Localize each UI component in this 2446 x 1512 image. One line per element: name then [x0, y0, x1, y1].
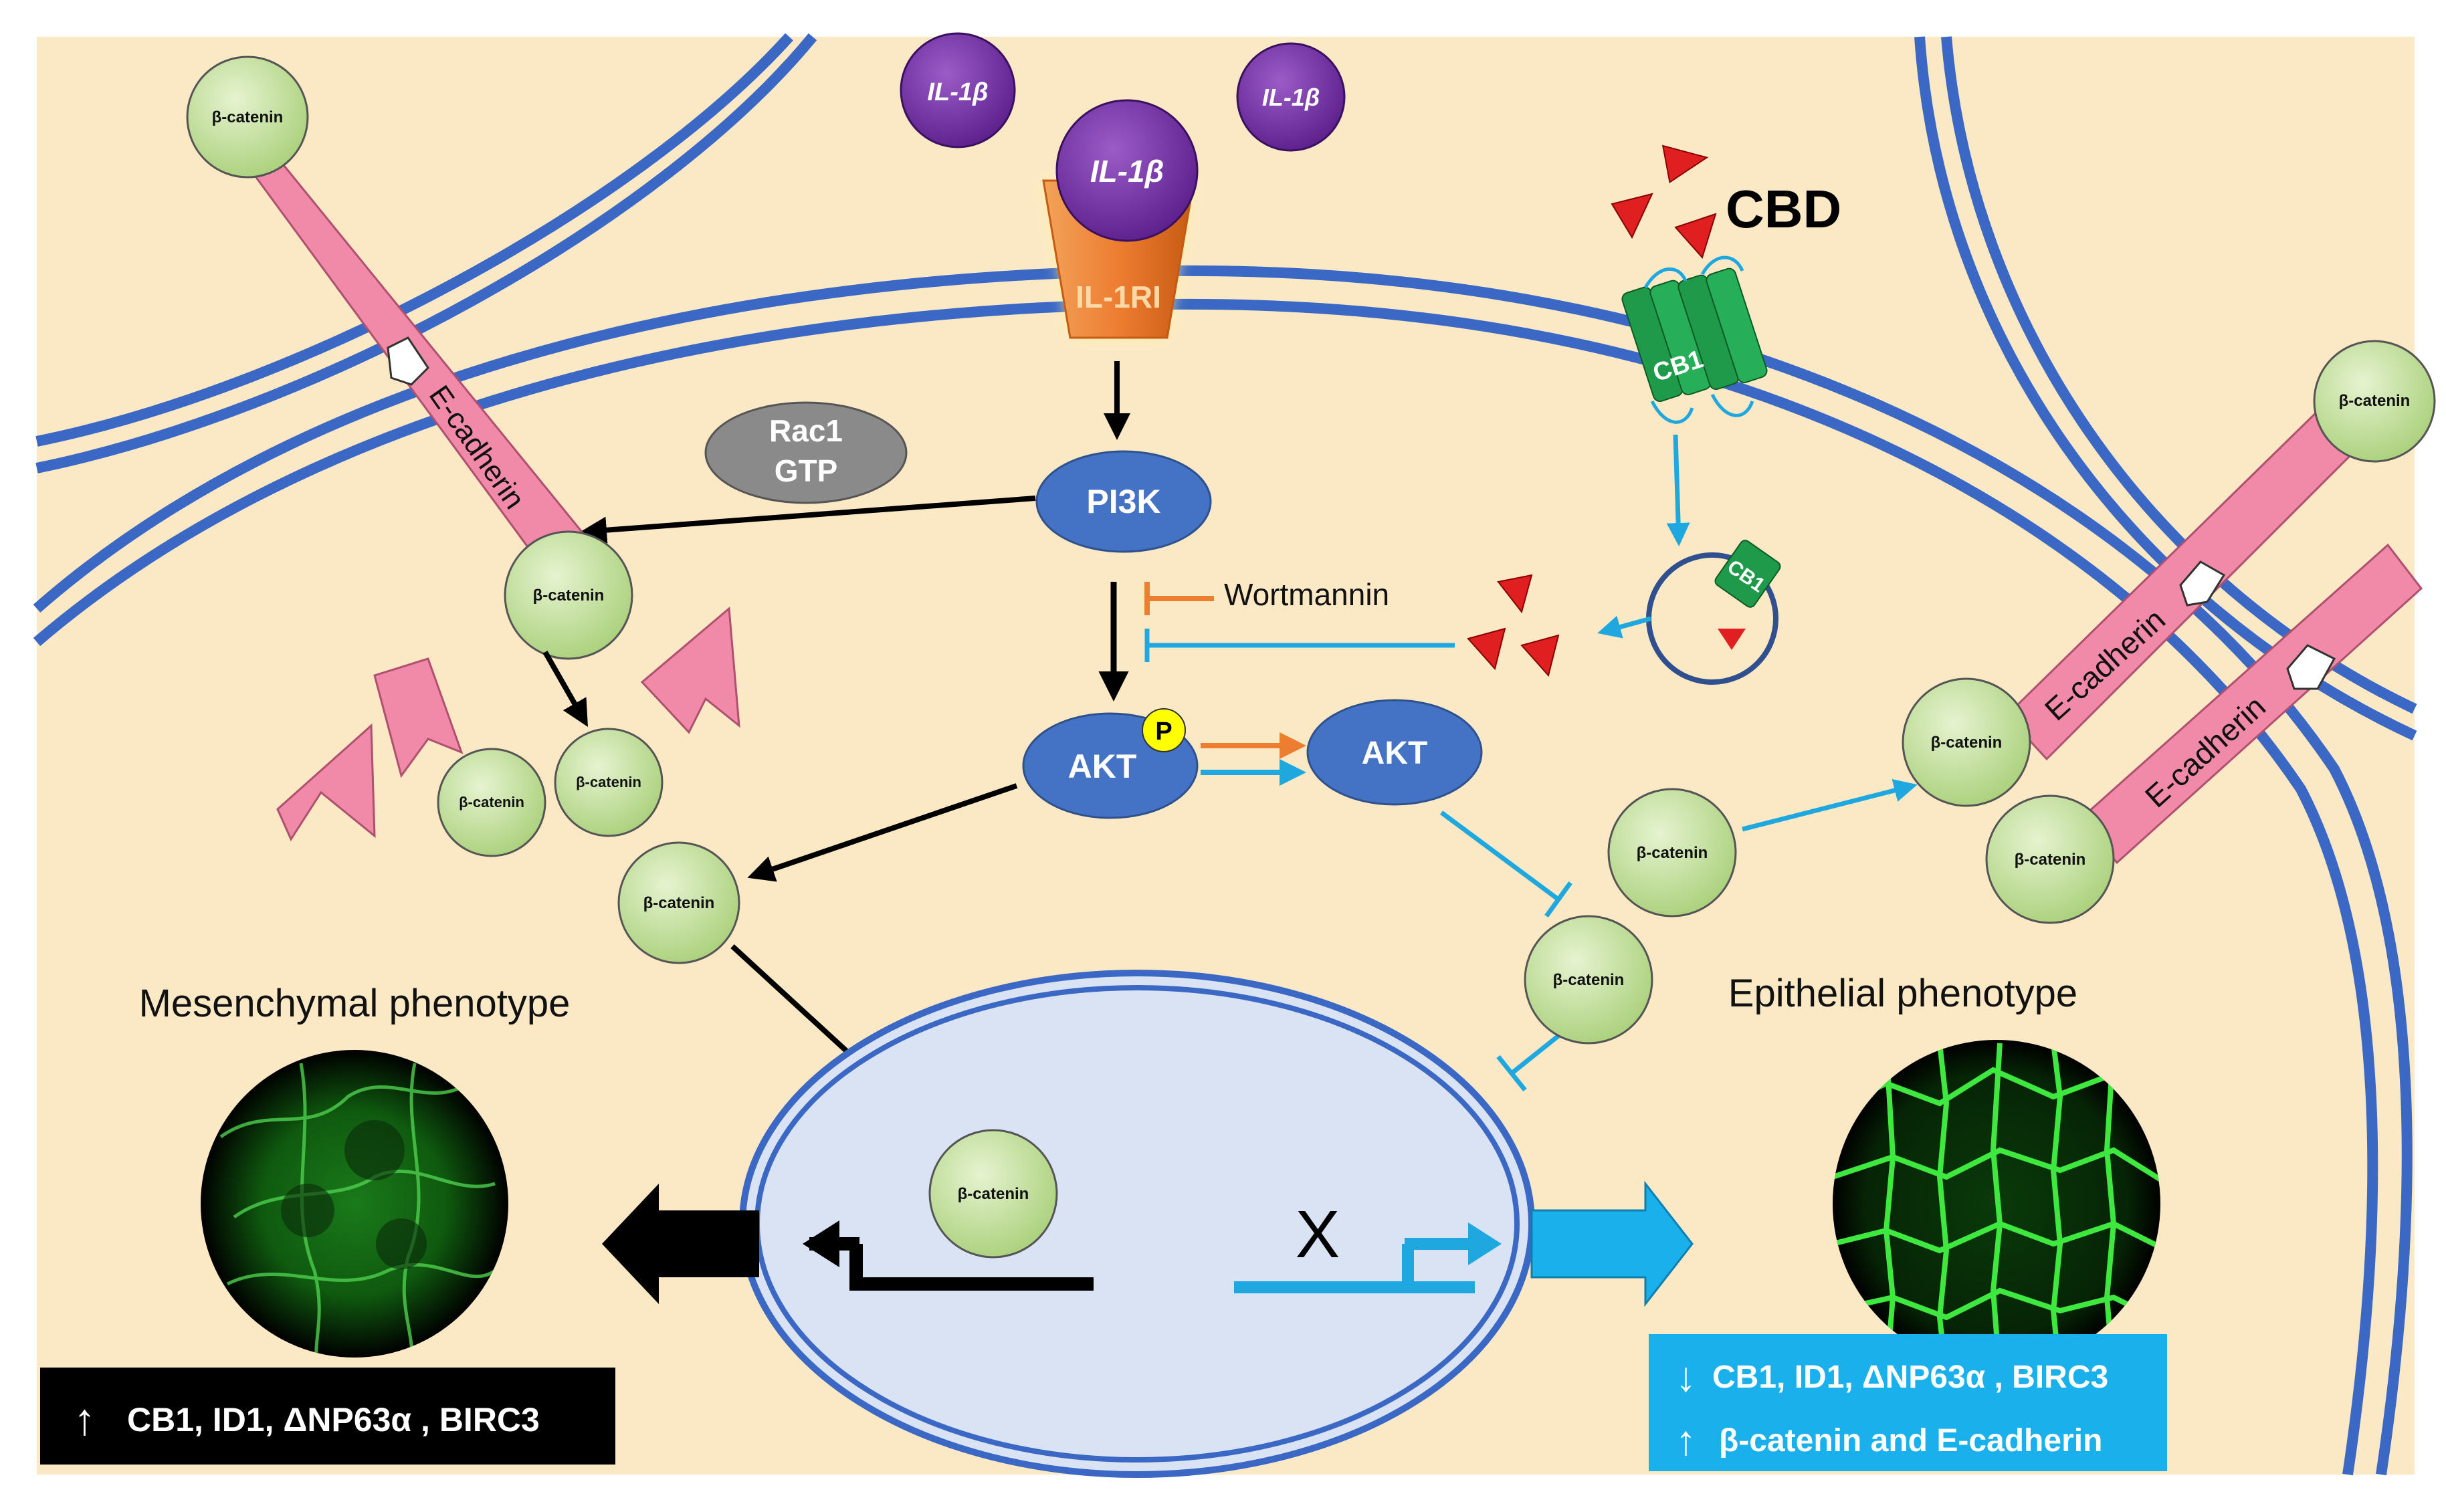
- wortmannin-inhibition: Wortmannin: [1144, 577, 1389, 615]
- rac1-label: Rac1: [769, 413, 843, 448]
- svg-text:β-catenin: β-catenin: [1553, 971, 1625, 989]
- svg-text:IL-1β: IL-1β: [1262, 84, 1320, 111]
- beta-catenin-top-left: β-catenin: [186, 56, 309, 179]
- epi-down-arrow: ↓: [1675, 1354, 1696, 1400]
- epi-marker-line2: β-catenin and E-cadherin: [1719, 1423, 2102, 1459]
- cb1-receptor: CB1: [1621, 255, 1768, 424]
- epithelial-marker-box: ↓ CB1, ID1, ΔNP63α , BIRC3 ↑ β-catenin a…: [1649, 1334, 2167, 1471]
- svg-text:β-catenin: β-catenin: [2339, 392, 2411, 410]
- cbd-label: CBD: [1726, 179, 1841, 239]
- akt-label: AKT: [1362, 736, 1428, 771]
- gtp-label: GTP: [775, 453, 838, 488]
- beta-catenin-right-top: β-catenin: [2313, 340, 2436, 463]
- svg-text:IL-1β: IL-1β: [927, 78, 988, 106]
- arrow-cb1-to-vesicle: [1666, 434, 1690, 546]
- mes-marker-text: CB1, ID1, ΔNP63α , BIRC3: [127, 1401, 540, 1438]
- svg-text:β-catenin: β-catenin: [212, 108, 284, 126]
- mesenchymal-micrograph: [201, 1050, 508, 1358]
- beta-catenin-cytoplasm: β-catenin: [617, 841, 740, 964]
- cbd-molecules-outside: [1611, 144, 1717, 259]
- svg-text:β-catenin: β-catenin: [459, 794, 524, 811]
- mesenchymal-phenotype-label: Mesenchymal phenotype: [139, 982, 571, 1025]
- arrow-pi3k-to-catenin: [580, 496, 1036, 544]
- svg-text:β-catenin: β-catenin: [1637, 844, 1708, 862]
- wortmannin-label: Wortmannin: [1224, 577, 1389, 612]
- arrow-akt-to-catenin: [747, 783, 1018, 882]
- epithelial-phenotype-label: Epithelial phenotype: [1728, 972, 2077, 1015]
- mesenchymal-output-arrow: [602, 1184, 759, 1304]
- svg-text:β-catenin: β-catenin: [1931, 734, 2003, 752]
- svg-text:β-catenin: β-catenin: [576, 774, 641, 790]
- beta-catenin-right-membrane-2: β-catenin: [1985, 794, 2115, 924]
- beta-catenin-right-degraded: β-catenin: [1524, 915, 1653, 1045]
- il1b-ligand-2: IL-1β: [1236, 42, 1346, 152]
- blocked-marker: X: [1296, 1197, 1340, 1272]
- mesenchymal-marker-box: ↑ CB1, ID1, ΔNP63α , BIRC3: [40, 1368, 615, 1465]
- epithelial-output-arrow: [1530, 1180, 1694, 1307]
- cbd-inhibition-line: [1144, 629, 1455, 662]
- beta-catenin-right-free: β-catenin: [1607, 788, 1737, 917]
- nucleus: [739, 970, 1535, 1478]
- il1b-ligand-1: IL-1β: [900, 32, 1016, 148]
- beta-catenin-right-membrane-1: β-catenin: [1902, 677, 2031, 807]
- epithelial-gene-promoter: [1234, 1222, 1502, 1293]
- beta-catenin-free-1: β-catenin: [437, 748, 546, 857]
- epi-up-arrow: ↑: [1675, 1418, 1696, 1464]
- catenin-inhibit-nucleus: [1496, 1031, 1564, 1092]
- akt-phospho-node: AKT P: [1022, 708, 1199, 819]
- arrow-catenin-release: [542, 651, 588, 727]
- il1b-bound-ligand: IL-1β: [1055, 99, 1199, 242]
- svg-text:β-catenin: β-catenin: [2015, 851, 2086, 869]
- cbd-molecules-inside: [1467, 574, 1560, 677]
- neighbor-cell-membrane-left: [35, 33, 817, 473]
- cleaved-cadherin-fragments: [276, 606, 740, 842]
- arrow-catenin-to-membrane: [1742, 778, 1918, 832]
- phospho-badge: [1142, 708, 1186, 752]
- svg-text:P: P: [1155, 718, 1172, 746]
- arrow-vesicle-to-cbd: [1597, 615, 1651, 639]
- epi-marker-line1: CB1, ID1, ΔNP63α , BIRC3: [1712, 1360, 2108, 1395]
- beta-catenin-membrane-left: β-catenin: [504, 530, 633, 660]
- svg-text:β-catenin: β-catenin: [533, 586, 605, 605]
- beta-catenin-nuclear: β-catenin: [928, 1129, 1058, 1259]
- akt-node: AKT: [1306, 699, 1483, 806]
- svg-text:IL-1β: IL-1β: [1090, 154, 1164, 189]
- mesenchymal-gene-promoter: [803, 1220, 1094, 1291]
- svg-text:β-catenin: β-catenin: [958, 1185, 1029, 1203]
- rac1-gtp-node: Rac1 GTP: [704, 401, 908, 504]
- beta-catenin-free-2: β-catenin: [554, 728, 664, 837]
- akt-p-label: AKT: [1068, 748, 1137, 785]
- receptor-label: IL-1RI: [1076, 280, 1161, 314]
- akt-inhibit-catenin: [1439, 811, 1572, 918]
- pi3k-node: PI3K: [1035, 450, 1212, 553]
- pi3k-label: PI3K: [1086, 483, 1160, 520]
- mes-up-arrow: ↑: [74, 1394, 96, 1444]
- svg-text:β-catenin: β-catenin: [643, 894, 715, 912]
